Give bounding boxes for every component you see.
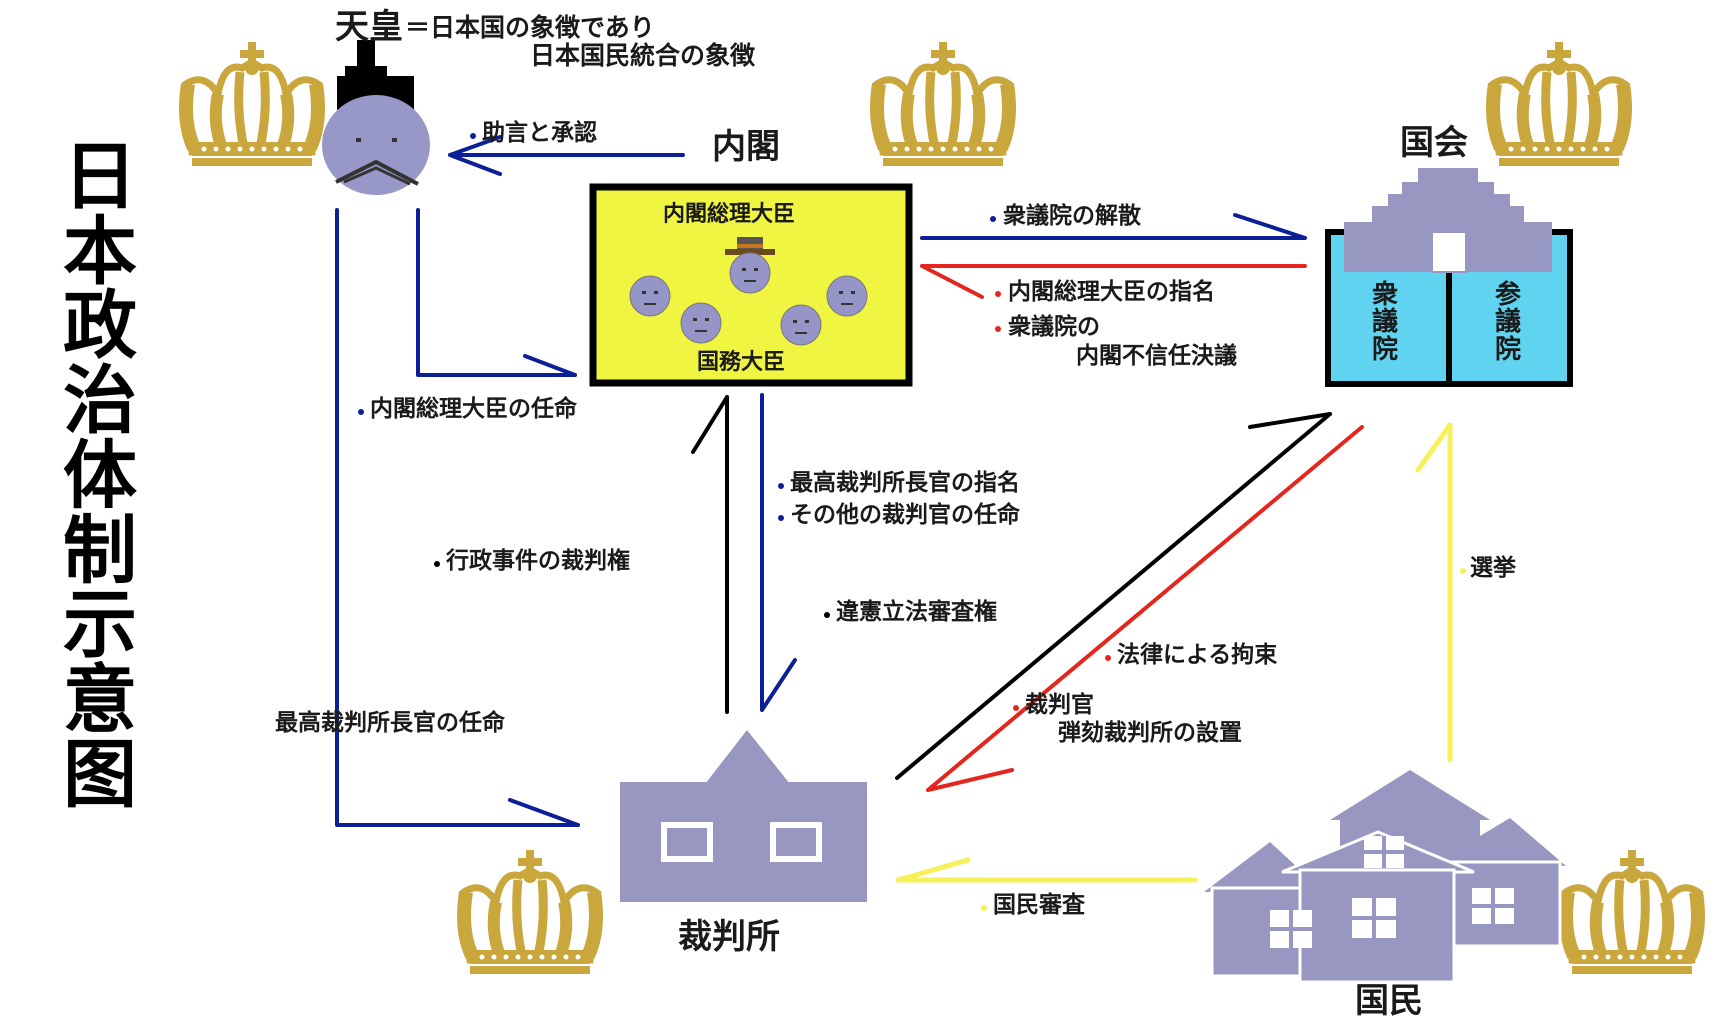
label-impeach-1: 裁判官 <box>1025 692 1094 718</box>
court-heading: 裁判所 <box>678 917 780 957</box>
label-dissolve: 衆議院の解散 <box>1003 203 1141 229</box>
label-appoint-chief-justice: 最高裁判所長官の任命 <box>275 710 505 736</box>
label-appoint-judges: その他の裁判官の任命 <box>790 502 1020 528</box>
label-judicial-review: 違憲立法審査権 <box>836 599 997 625</box>
title-char: 治 <box>63 358 137 445</box>
people-heading: 国民 <box>1355 981 1423 1021</box>
minister-face-icon <box>826 275 868 317</box>
upper-house-char: 議 <box>1494 307 1521 338</box>
title-char: 示 <box>63 582 137 669</box>
emperor-desc-line1: ＝日本国の象徴であり <box>405 13 655 42</box>
bullets <box>358 133 1466 911</box>
lower-house-char: 院 <box>1371 334 1398 365</box>
diet-heading: 国会 <box>1400 123 1468 163</box>
label-admin-cases: 行政事件の裁判権 <box>446 548 630 574</box>
label-election: 選挙 <box>1470 555 1516 581</box>
people-houses <box>1204 770 1566 984</box>
label-appoint-pm: 内閣総理大臣の任命 <box>370 396 577 422</box>
lower-house-char: 衆 <box>1371 280 1398 310</box>
emperor-figure <box>322 40 430 195</box>
upper-house-char: 院 <box>1494 334 1521 365</box>
title-char: 本 <box>63 208 137 295</box>
minister-face-icon <box>780 304 822 346</box>
cabinet-box <box>589 183 913 387</box>
lower-house-char: 議 <box>1371 307 1398 338</box>
crown-icon <box>877 42 1009 166</box>
cabinet-heading: 内閣 <box>712 127 780 167</box>
upper-house-char: 参 <box>1494 280 1521 310</box>
label-no-confidence-2: 内閣不信任決議 <box>1076 343 1237 369</box>
upper-house-label: 参 議 院 <box>1493 280 1523 365</box>
label-no-confidence-1: 衆議院の <box>1008 314 1100 340</box>
cabinet-pm-label: 内閣総理大臣 <box>663 202 796 227</box>
label-national-review: 国民審査 <box>993 892 1085 918</box>
crown-icon <box>186 42 318 166</box>
label-nominate-chief-justice: 最高裁判所長官の指名 <box>790 470 1020 496</box>
label-impeach-2: 弾劾裁判所の設置 <box>1058 720 1242 746</box>
minister-face-icon <box>680 302 722 344</box>
diet-building <box>1325 168 1573 387</box>
page-title: 日 本 政 治 体 制 示 意 图 <box>55 140 145 813</box>
title-char: 政 <box>63 283 137 370</box>
label-nominate-pm: 内閣総理大臣の指名 <box>1008 279 1215 305</box>
label-advice: 助言と承認 <box>482 120 597 146</box>
title-char: 日 <box>63 134 137 220</box>
crown-icon <box>1566 850 1698 974</box>
title-char: 意 <box>63 657 137 744</box>
crown-icon <box>464 850 596 974</box>
title-char: 体 <box>63 432 137 519</box>
lower-house-label: 衆 議 院 <box>1370 280 1400 365</box>
cabinet-ministers-label: 国務大臣 <box>697 350 786 375</box>
label-legal-constraint: 法律による拘束 <box>1117 642 1278 668</box>
title-char: 图 <box>63 731 137 818</box>
court-building <box>620 730 867 902</box>
minister-face-icon <box>629 275 671 317</box>
arrows <box>335 135 1453 883</box>
pm-face-icon <box>729 252 771 294</box>
title-char: 制 <box>63 507 137 594</box>
emperor-desc-line2: 日本国民統合の象徴 <box>530 41 756 70</box>
crown-icon <box>1493 42 1625 166</box>
emperor-heading: 天皇 <box>335 7 403 47</box>
